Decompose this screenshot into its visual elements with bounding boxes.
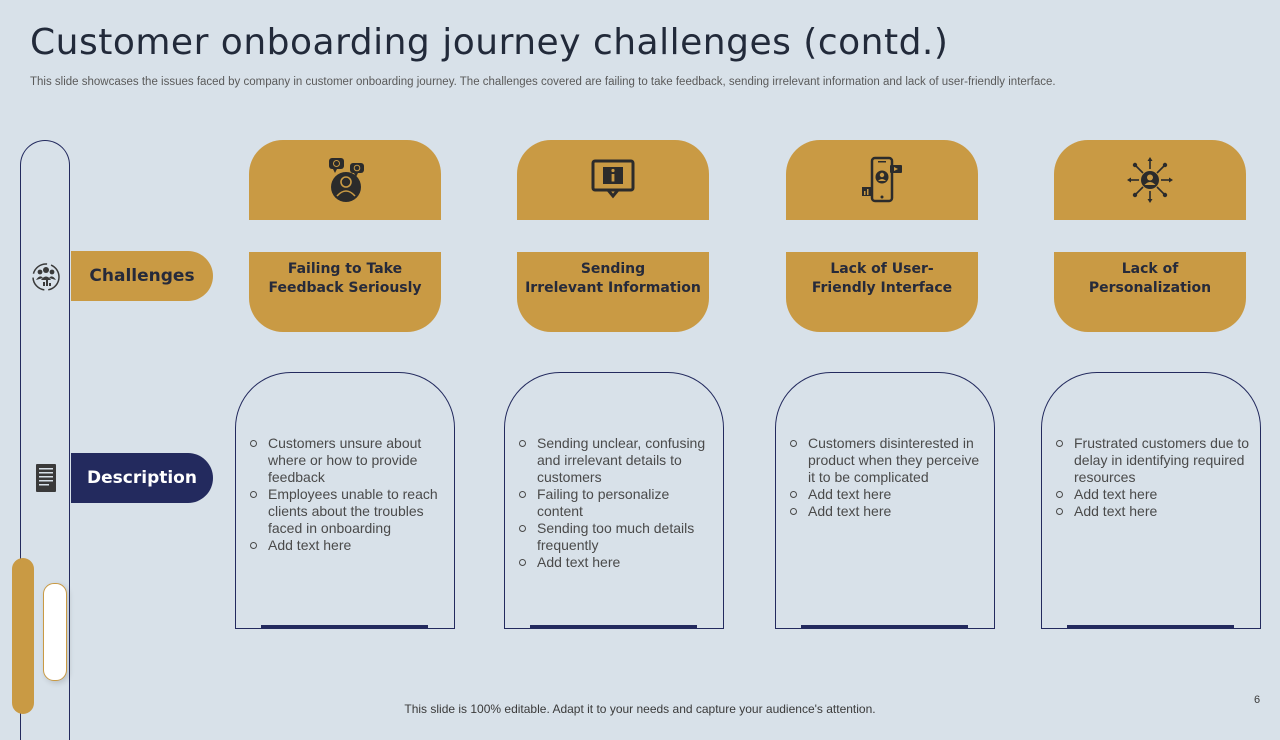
challenge-card-2: Sending Irrelevant Information <box>517 252 709 332</box>
challenge-title-line1: Lack of User- <box>830 261 934 277</box>
challenge-title-line2: Feedback Seriously <box>268 280 422 296</box>
list-item: Add text here <box>788 486 986 503</box>
card-bottom-bar <box>801 625 968 629</box>
list-item: Failing to personalize content <box>517 486 715 520</box>
list-item: Employees unable to reach clients about … <box>248 486 446 537</box>
challenge-card-1: Failing to Take Feedback Seriously <box>249 252 441 332</box>
slide-title: Customer onboarding journey challenges (… <box>30 22 949 63</box>
page-number: 6 <box>1254 694 1261 706</box>
slide-subtitle: This slide showcases the issues faced by… <box>30 76 1056 88</box>
challenge-title-line2: Irrelevant Information <box>525 280 701 296</box>
challenge-title-line2: Friendly Interface <box>811 280 953 296</box>
team-chart-icon <box>30 261 62 293</box>
challenge-title-line1: Lack of <box>1121 261 1179 277</box>
feedback-person-icon <box>329 158 364 202</box>
card-bottom-bar <box>261 625 428 629</box>
card-bottom-bar <box>530 625 697 629</box>
card-bottom-bar <box>1067 625 1234 629</box>
description-label: Description <box>71 453 213 503</box>
description-card-3: Customers disinterested in product when … <box>775 372 995 629</box>
challenge-title-line2: Personalization <box>1088 280 1212 296</box>
list-item: Add text here <box>1054 503 1252 520</box>
info-icon-box <box>517 140 709 220</box>
challenges-label: Challenges <box>71 251 213 301</box>
footer-note: This slide is 100% editable. Adapt it to… <box>404 702 876 716</box>
challenge-card-4: Lack of Personalization <box>1054 252 1246 332</box>
personalization-icon-box <box>1054 140 1246 220</box>
personalization-hub-icon <box>1127 157 1173 203</box>
list-item: Sending too much details frequently <box>517 520 715 554</box>
list-item: Sending unclear, confusing and irrelevan… <box>517 435 715 486</box>
left-rail <box>20 140 70 740</box>
rail-accent-white <box>43 583 67 681</box>
description-card-2: Sending unclear, confusing and irrelevan… <box>504 372 724 629</box>
description-card-4: Frustrated customers due to delay in ide… <box>1041 372 1261 629</box>
list-item: Add text here <box>1054 486 1252 503</box>
description-card-1: Customers unsure about where or how to p… <box>235 372 455 629</box>
list-item: Add text here <box>248 537 446 554</box>
info-message-icon <box>591 159 635 199</box>
list-item: Add text here <box>788 503 986 520</box>
list-item: Customers unsure about where or how to p… <box>248 435 446 486</box>
document-icon <box>30 462 62 494</box>
mobile-user-icon <box>862 156 902 203</box>
challenge-title-line1: Failing to Take <box>287 261 403 277</box>
rail-accent-gold <box>12 558 34 714</box>
list-item: Frustrated customers due to delay in ide… <box>1054 435 1252 486</box>
challenge-card-3: Lack of User- Friendly Interface <box>786 252 978 332</box>
feedback-icon-box <box>249 140 441 220</box>
list-item: Customers disinterested in product when … <box>788 435 986 486</box>
list-item: Add text here <box>517 554 715 571</box>
challenge-title-line1: Sending <box>580 261 646 277</box>
mobile-icon-box <box>786 140 978 220</box>
